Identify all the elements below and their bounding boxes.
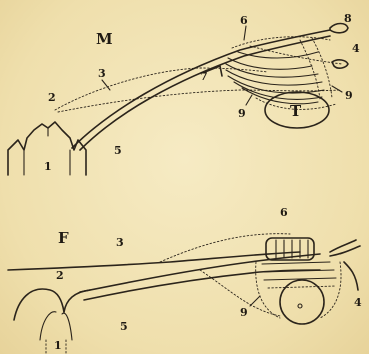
bottom-base-inner <box>40 312 72 340</box>
top-label-3: 3 <box>98 67 106 80</box>
top-label-9b: 9 <box>345 89 353 102</box>
bottom-tendrils <box>330 240 360 290</box>
bottom-label-5: 5 <box>120 320 128 333</box>
bottom-label-1: 1 <box>54 339 62 352</box>
top-label-5: 5 <box>114 144 122 157</box>
top-leader-9b <box>332 86 342 92</box>
top-label-1: 1 <box>44 160 52 173</box>
bottom-label-4: 4 <box>354 296 362 309</box>
bottom-title-F: F <box>58 229 69 247</box>
top-label-7: 7 <box>200 70 208 83</box>
top-title-M: M <box>96 30 113 48</box>
bottom-label-9: 9 <box>240 306 248 319</box>
top-gland-striations <box>226 37 342 110</box>
figure-top: M 1 2 3 4 5 6 7 8 9 9 T <box>8 12 360 175</box>
top-dotted-vessel-3 <box>55 68 268 110</box>
bottom-base-outer <box>14 289 64 320</box>
bottom-base-outer-right <box>64 290 90 312</box>
figure-bottom: F 1 2 3 4 5 6 9 <box>8 206 362 354</box>
bottom-oval-center <box>298 304 302 308</box>
bottom-label-3: 3 <box>116 236 124 249</box>
top-label-2: 2 <box>48 91 56 104</box>
top-label-T: T <box>290 102 302 120</box>
top-leader-6 <box>244 26 246 40</box>
bottom-label-6: 6 <box>280 206 288 219</box>
bottom-leader-9 <box>250 296 260 306</box>
top-label-9a: 9 <box>238 107 246 120</box>
top-label-6: 6 <box>240 14 248 27</box>
bottom-label-2: 2 <box>56 269 64 282</box>
top-label-4: 4 <box>352 42 360 55</box>
top-leader-9a <box>246 95 252 105</box>
top-label-8: 8 <box>344 12 352 25</box>
